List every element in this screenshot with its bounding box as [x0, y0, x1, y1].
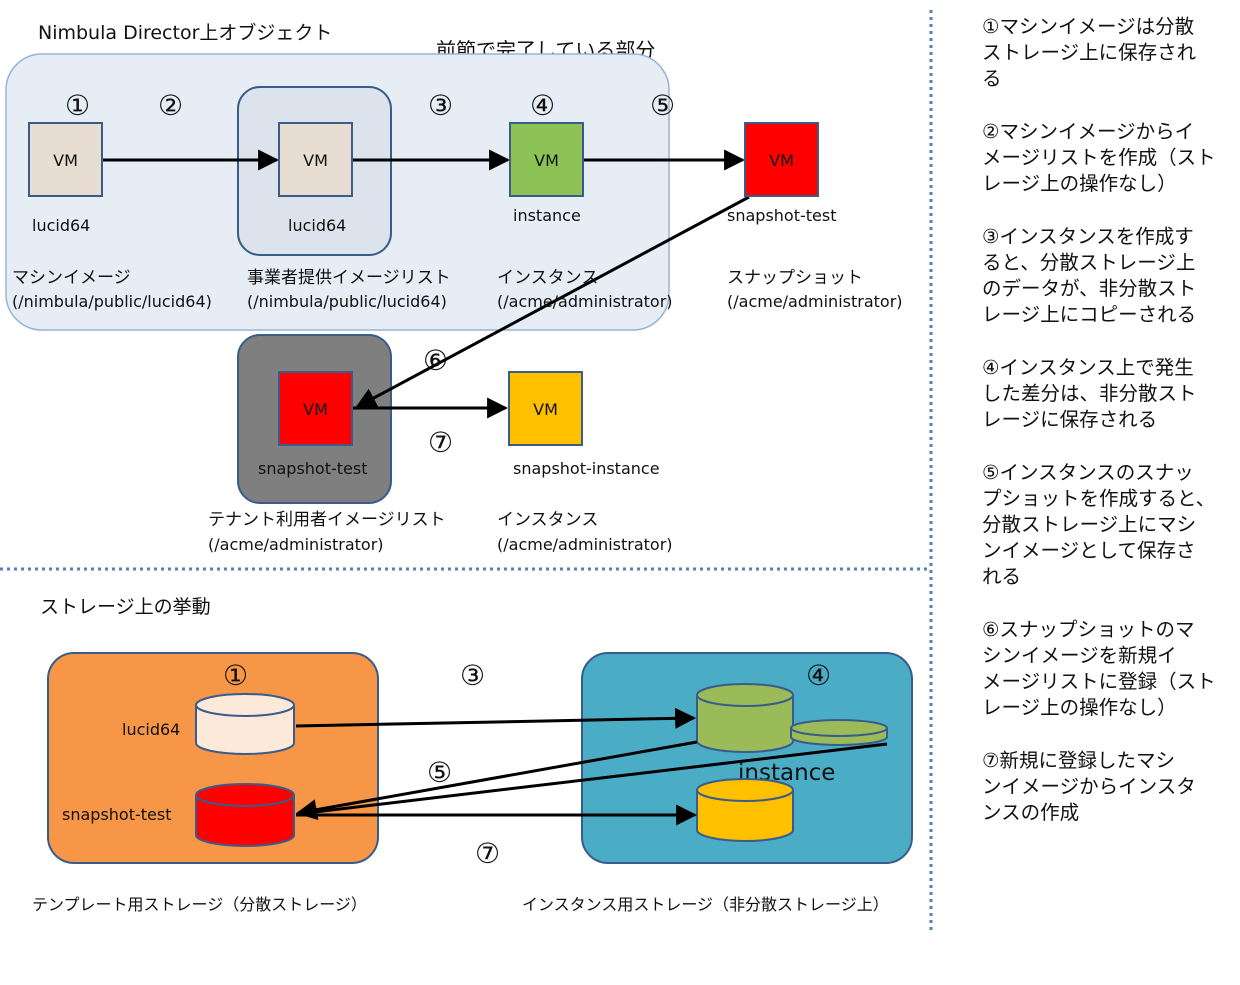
caption-snapshot: スナップショット: [727, 268, 863, 288]
vm-box-tenant-list: [278, 371, 353, 446]
disk-lucid64: [195, 693, 295, 755]
vm-name-snapshot-test: snapshot-test: [727, 206, 836, 225]
vm-name-snapshot-test-tenant: snapshot-test: [258, 459, 367, 478]
caption-tenant-list: テナント利用者イメージリスト: [208, 510, 446, 530]
caption-instance2: インスタンス: [497, 510, 598, 530]
storage-step-number-4: ④: [806, 659, 831, 692]
vm-label: VM: [534, 151, 559, 170]
vm-label: VM: [533, 400, 558, 419]
caption-provider-list: 事業者提供イメージリスト: [247, 268, 451, 288]
step-number-1: ①: [65, 89, 90, 122]
note-step-7: ⑦新規に登録したマシ ンイメージからインスタ ンスの作成: [982, 749, 1196, 824]
arrow-copy-to-instance-storage: [295, 707, 697, 729]
step-number-5: ⑤: [650, 89, 675, 122]
disk-label-snapshot-test: snapshot-test: [62, 805, 171, 824]
note-step-5: ⑤インスタンスのスナッ プショットを作成すると、 分散ストレージ上にマシ ンイメ…: [982, 461, 1216, 588]
disk-diff: [790, 719, 888, 746]
disk-label-lucid64: lucid64: [122, 720, 180, 739]
note-step-3: ③インスタンスを作成す ると、分散ストレージ上 のデータが、非分散スト レージ上…: [982, 225, 1197, 326]
vm-label: VM: [53, 151, 78, 170]
vm-box-snapshot-instance: [508, 371, 583, 446]
note-step-6: ⑥スナップショットのマ シンイメージを新規イ メージリストに登録（スト レージ上…: [982, 618, 1216, 719]
disk-instance: [696, 683, 794, 753]
vm-label: VM: [303, 151, 328, 170]
note-step-1: ①マシンイメージは分散 ストレージ上に保存され る: [982, 15, 1197, 90]
vm-name-lucid64-list: lucid64: [288, 216, 346, 235]
storage-step-number-5: ⑤: [427, 756, 452, 789]
label-instance-storage: インスタンス用ストレージ（非分散ストレージ上）: [522, 895, 889, 914]
storage-step-number-1: ①: [223, 659, 248, 692]
caption-provider-list-path: (/nimbula/public/lucid64): [247, 292, 447, 311]
storage-step-number-3: ③: [460, 659, 485, 692]
caption-instance-path: (/acme/administrator): [497, 292, 673, 311]
step-number-2: ②: [158, 89, 183, 122]
vm-box-provider-list: [278, 122, 353, 197]
label-template-storage: テンプレート用ストレージ（分散ストレージ）: [32, 895, 367, 914]
note-step-2: ②マシンイメージからイ メージリストを作成（スト レージ上の操作なし）: [982, 120, 1216, 195]
arrow-snapshot-to-tenant-list: [355, 195, 750, 409]
arrow-snapshot-from-instance: [295, 740, 698, 821]
caption-snapshot-path: (/acme/administrator): [727, 292, 903, 311]
instance-storage-box: [581, 652, 913, 864]
step-number-7: ⑦: [428, 426, 453, 459]
vm-name-instance: instance: [513, 206, 581, 225]
caption-machine-image: マシンイメージ: [12, 268, 131, 288]
disk-snapshot-test: [195, 783, 295, 847]
step-number-3: ③: [428, 89, 453, 122]
step-number-4: ④: [530, 89, 555, 122]
caption-instance: インスタンス: [497, 268, 598, 288]
caption-tenant-list-path: (/acme/administrator): [208, 535, 384, 554]
vm-box-machine-image: [28, 122, 103, 197]
vm-name-snapshot-instance: snapshot-instance: [513, 459, 660, 478]
template-storage-box: [47, 652, 379, 864]
caption-instance2-path: (/acme/administrator): [497, 535, 673, 554]
top-section-title: Nimbula Director上オブジェクト: [38, 21, 332, 44]
vm-label: VM: [303, 400, 328, 419]
bottom-section-title: ストレージ上の挙動: [40, 596, 211, 618]
storage-step-number-7: ⑦: [475, 837, 500, 870]
vm-box-snapshot: [744, 122, 819, 197]
vm-box-instance: [509, 122, 584, 197]
arrow-snapshot-from-diff: [297, 742, 888, 816]
note-step-4: ④インスタンス上で発生 した差分は、非分散スト レージに保存される: [982, 356, 1197, 431]
caption-machine-image-path: (/nimbula/public/lucid64): [12, 292, 212, 311]
vm-name-lucid64: lucid64: [32, 216, 90, 235]
disk-snapshot-instance: [696, 778, 794, 842]
vm-label: VM: [769, 151, 794, 170]
explanation-sidebar: ①マシンイメージは分散 ストレージ上に保存され る ②マシンイメージからイ メー…: [982, 14, 1232, 853]
